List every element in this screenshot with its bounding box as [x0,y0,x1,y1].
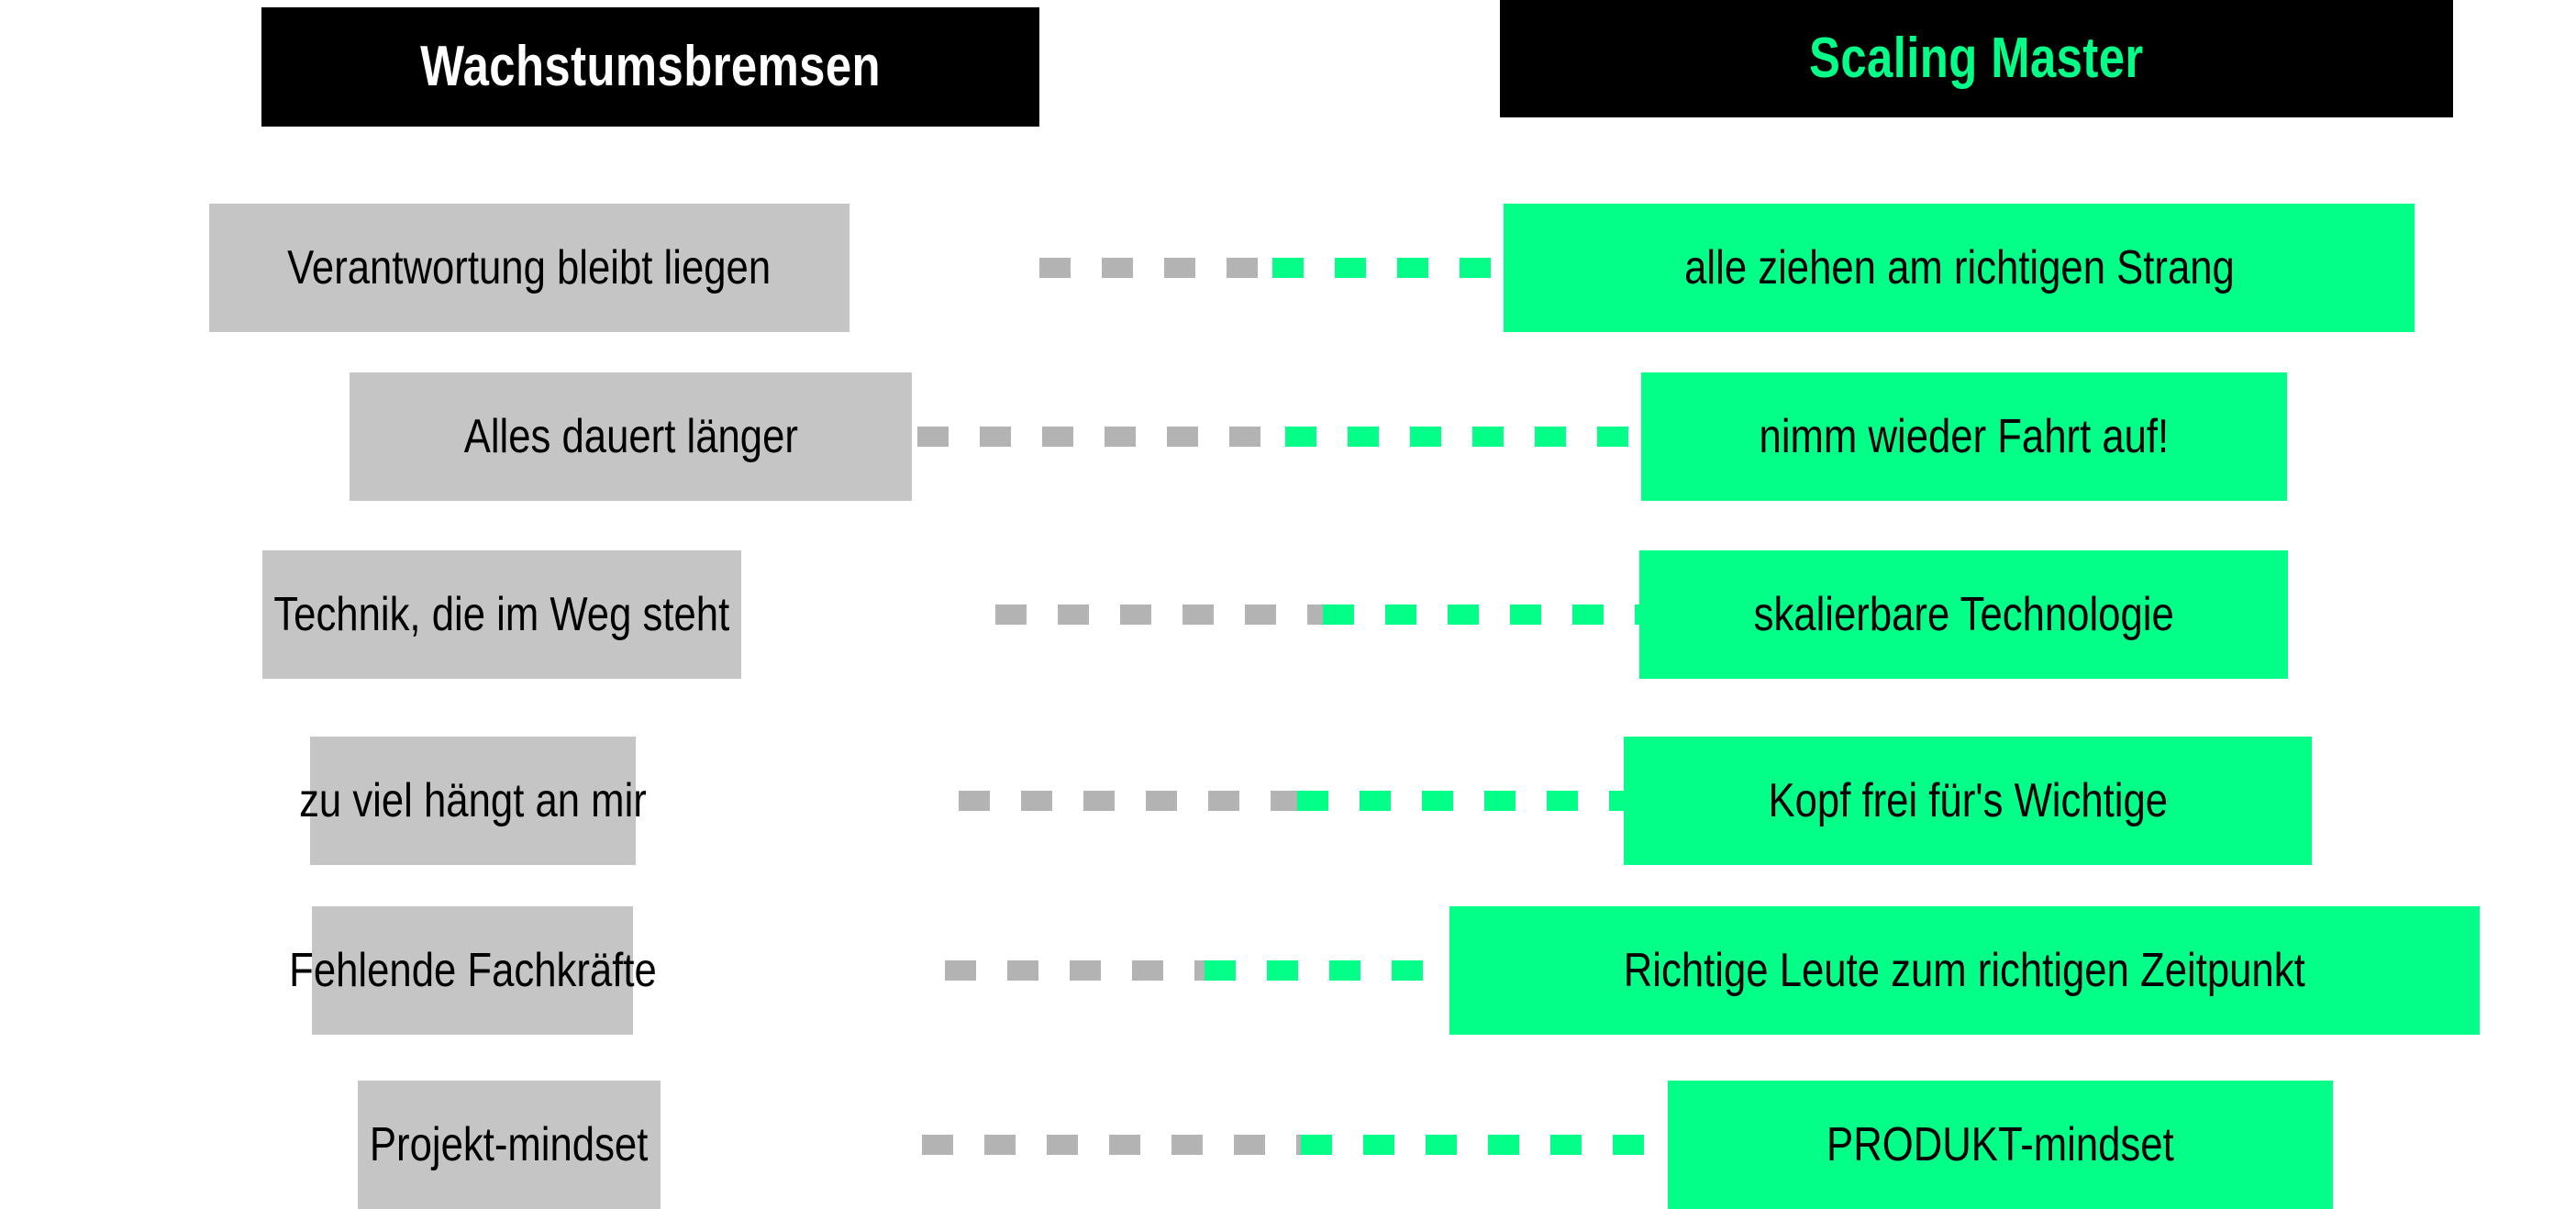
header-label-solutions: Scaling Master [1809,27,2144,90]
solution-label: nimm wieder Fahrt auf! [1759,410,2170,463]
problem-label: Projekt-mindset [370,1118,649,1171]
solution-label: alle ziehen am richtigen Strang [1683,241,2235,294]
connector-gray-segment [959,791,1297,811]
problem-box[interactable]: Fehlende Fachkräfte [289,906,656,1035]
connector-green-segment [1297,791,1636,811]
solution-label: Kopf frei für's Wichtige [1768,774,2168,827]
problem-box[interactable]: zu viel hängt an mir [299,737,647,865]
problem-label: Alles dauert länger [463,410,798,463]
connector-green-segment [1300,1135,1679,1155]
connector-green-segment [1272,258,1505,278]
problem-label: zu viel hängt an mir [299,774,647,827]
solution-box[interactable]: Kopf frei für's Wichtige [1624,737,2312,865]
comparison-row: Technik, die im Weg steht skalierbare Tec… [0,550,2576,679]
connector-gray-segment [922,1135,1301,1155]
comparison-row: Fehlende Fachkräfte Richtige Leute zum ri… [0,906,2576,1035]
comparison-row: Verantwortung bleibt liegen alle ziehen a… [0,204,2576,332]
dashed-connector [959,791,1636,811]
dashed-connector [922,1135,1679,1155]
header-label-problems: Wachstumsbremsen [420,35,881,98]
solution-box[interactable]: nimm wieder Fahrt auf! [1641,372,2287,501]
dashed-connector [1039,258,1505,278]
solution-box[interactable]: alle ziehen am richtigen Strang [1504,204,2415,332]
problem-box[interactable]: Alles dauert länger [350,372,912,501]
solution-box[interactable]: Richtige Leute zum richtigen Zeitpunkt [1449,906,2480,1035]
header-bar-solutions: Scaling Master [1500,0,2453,117]
problem-box[interactable]: Technik, die im Weg steht [262,550,741,679]
solution-box[interactable]: skalierbare Technologie [1639,550,2288,679]
dashed-connector [945,960,1463,981]
solution-box[interactable]: PRODUKT-mindset [1668,1081,2333,1209]
solution-label: Richtige Leute zum richtigen Zeitpunkt [1624,944,2305,997]
problem-label: Fehlende Fachkräfte [288,944,657,997]
problem-box[interactable]: Verantwortung bleibt liegen [209,204,849,332]
header-bar-problems: Wachstumsbremsen [261,7,1039,127]
solution-label: skalierbare Technologie [1753,588,2174,641]
connector-gray-segment [945,960,1205,981]
connector-gray-segment [995,604,1323,625]
connector-gray-segment [1039,258,1272,278]
comparison-row: zu viel hängt an mir Kopf frei für's Wich… [0,737,2576,865]
dashed-connector [917,427,1653,447]
comparison-row: Alles dauert länger nimm wieder Fahrt auf… [0,372,2576,501]
connector-green-segment [1323,604,1650,625]
dashed-connector [995,604,1650,625]
problem-box[interactable]: Projekt-mindset [358,1081,661,1209]
connector-green-segment [1285,427,1653,447]
solution-label: PRODUKT-mindset [1827,1118,2174,1171]
problem-label: Technik, die im Weg steht [273,588,730,641]
problem-label: Verantwortung bleibt liegen [287,241,772,294]
comparison-row: Projekt-mindset PRODUKT-mindset [0,1081,2576,1209]
connector-gray-segment [917,427,1285,447]
connector-green-segment [1204,960,1463,981]
